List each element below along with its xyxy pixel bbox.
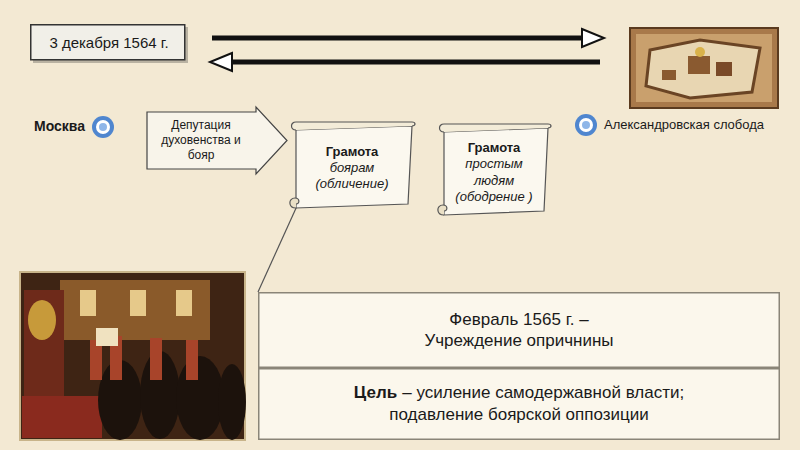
arrow-shaft <box>212 36 584 41</box>
node-heading: Грамота <box>326 144 379 160</box>
cell-outline <box>258 292 780 368</box>
painting-window <box>80 290 96 316</box>
painting-document <box>96 328 118 346</box>
node-label: Депутация духовенства и бояр <box>153 118 249 163</box>
painting-window <box>176 290 192 316</box>
marker-left-node: Александровская слобода <box>574 110 792 140</box>
marker-inner <box>579 118 593 132</box>
cell-outline <box>258 368 780 440</box>
arrow-outline <box>147 107 287 174</box>
node-content: Грамотабоярам (обличение) <box>296 132 408 204</box>
scroll-roll <box>292 122 416 130</box>
node-label: простым людям (ободрение ) <box>452 156 536 205</box>
church-dome <box>695 47 705 57</box>
arrow-shaft <box>230 60 600 65</box>
node-content: Цель– усиление самодержавной власти; под… <box>258 368 780 440</box>
node-content: Александровская слобода <box>574 110 792 140</box>
fortress-wall <box>646 40 760 98</box>
scroll-outline <box>436 122 550 221</box>
rect-node: 3 декабря 1564 г. <box>30 24 188 63</box>
node-content: Февраль 1565 г. – Учреждение опричнины <box>258 292 780 368</box>
node-content: Грамотапростым людям (ободрение ) <box>444 134 544 211</box>
painting-tsar <box>28 300 56 340</box>
scroll-sheet <box>444 128 548 215</box>
scroll-node: Грамотапростым людям (ободрение ) <box>436 122 550 221</box>
fortress-building <box>662 70 676 80</box>
inline-holder: Цель– усиление самодержавной власти; под… <box>309 382 729 425</box>
marker-ring <box>575 114 597 136</box>
arrow-head <box>582 29 604 47</box>
painting-frame <box>20 272 245 440</box>
painting-window <box>130 290 146 316</box>
cell-border <box>259 293 780 368</box>
marker-right-node: Москва <box>34 112 134 142</box>
marker-ring <box>92 116 114 138</box>
node-label: Февраль 1565 г. – Учреждение опричнины <box>404 309 634 352</box>
picture-frame <box>630 28 778 108</box>
node-content: 3 декабря 1564 г. <box>30 24 188 63</box>
marker-center <box>99 123 107 131</box>
travel-arrow <box>212 29 604 47</box>
painting-carpet <box>22 396 102 438</box>
fortress-building <box>688 56 710 74</box>
fortress-building <box>716 62 732 76</box>
node-content: Депутация духовенства и бояр <box>146 112 256 169</box>
leader-connector <box>258 206 297 292</box>
marker-inner <box>96 120 110 134</box>
scroll-roll <box>440 124 552 132</box>
arrow-node: Депутация духовенства и бояр <box>146 106 288 175</box>
cell-node: Цель– усиление самодержавной власти; под… <box>258 368 780 440</box>
node-heading: Цель <box>354 383 397 402</box>
place-marker <box>91 115 115 139</box>
node-label: 3 декабря 1564 г. <box>49 34 168 53</box>
marker-center <box>582 121 590 129</box>
picture-ground <box>636 34 772 102</box>
node-label: боярам (обличение) <box>302 160 402 193</box>
node-label: Александровская слобода <box>604 117 764 133</box>
cell-border <box>259 369 780 440</box>
node-heading: Грамота <box>468 140 521 156</box>
node-content: Москва <box>34 112 134 142</box>
scroll-curl <box>290 198 299 208</box>
cell-node: Февраль 1565 г. – Учреждение опричнины <box>258 292 780 368</box>
node-label: Москва <box>34 118 85 136</box>
sloboda-picture <box>630 28 778 108</box>
box-border <box>31 25 185 60</box>
node-label: – усиление самодержавной власти; подавле… <box>389 383 684 424</box>
scroll-curl <box>438 205 447 215</box>
scroll-node: Грамотабоярам (обличение) <box>288 120 414 214</box>
arrow-head <box>210 53 232 71</box>
travel-arrow <box>210 53 600 71</box>
painting <box>20 272 246 440</box>
scroll-sheet <box>296 126 412 208</box>
painting-wall <box>60 280 210 340</box>
place-marker <box>574 113 598 137</box>
